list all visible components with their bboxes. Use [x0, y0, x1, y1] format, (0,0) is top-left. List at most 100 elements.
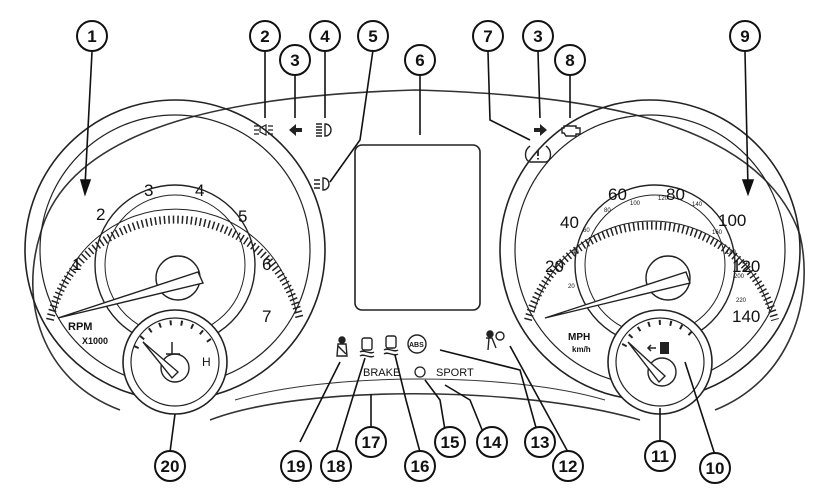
airbag-warning-icon — [486, 330, 505, 351]
speedometer-mph-labels: 20 40 60 80 100 120 140 — [545, 185, 760, 326]
top-indicators — [254, 123, 581, 191]
cluster-housing — [32, 89, 805, 421]
coolant-icon — [166, 342, 180, 355]
svg-text:4: 4 — [320, 27, 330, 46]
speedometer-kmh-labels: 20 40 60 80 100 120 140 160 180 200 220 … — [568, 196, 747, 354]
svg-text:6: 6 — [415, 51, 424, 70]
tach-tick-7: 7 — [262, 307, 271, 326]
center-display — [354, 144, 481, 311]
tire-pressure-icon — [524, 145, 552, 163]
callout-3-right: 3 — [522, 20, 554, 52]
seat-belt-icon — [336, 336, 348, 357]
callout-leaders — [79, 49, 755, 456]
brake-warning-label: BRAKE — [363, 367, 400, 379]
svg-text:14: 14 — [483, 433, 502, 452]
callout-6: 6 — [404, 44, 436, 76]
callout-7: 7 — [472, 20, 504, 52]
fuel-pump-icon — [660, 342, 669, 354]
callout-9: 9 — [729, 20, 761, 52]
front-fog-lamp-icon — [254, 124, 273, 136]
kmh-tick-40: 40 — [572, 250, 579, 256]
mph-tick-100: 100 — [718, 211, 746, 230]
svg-text:13: 13 — [531, 433, 550, 452]
tachometer-tick-labels: 1 2 3 4 5 6 7 RPM X1000 — [68, 181, 271, 346]
tach-tick-4: 4 — [195, 181, 204, 200]
kmh-tick-60: 60 — [583, 228, 590, 234]
high-beam-icon — [316, 123, 332, 137]
callout-5: 5 — [357, 20, 389, 52]
svg-text:10: 10 — [706, 459, 725, 478]
callout-3-left: 3 — [279, 44, 311, 76]
speedo-unit-mph: MPH — [568, 332, 590, 343]
callout-12: 12 — [552, 450, 584, 482]
mph-tick-40: 40 — [560, 213, 579, 232]
svg-text:8: 8 — [565, 51, 574, 70]
svg-text:1: 1 — [87, 27, 96, 46]
callout-18: 18 — [320, 450, 352, 482]
callout-8: 8 — [554, 44, 586, 76]
cruise-indicator-icon — [414, 366, 426, 378]
mph-tick-80: 80 — [666, 185, 685, 204]
tach-tick-3: 3 — [144, 181, 153, 200]
svg-text:18: 18 — [327, 457, 346, 476]
svg-text:3: 3 — [533, 27, 542, 46]
mph-tick-140: 140 — [732, 307, 760, 326]
callout-1: 1 — [76, 20, 108, 52]
svg-text:15: 15 — [441, 433, 460, 452]
svg-text:11: 11 — [651, 447, 669, 466]
tach-multiplier-label: X1000 — [82, 336, 108, 346]
callout-19: 19 — [280, 450, 312, 482]
kmh-tick-80: 80 — [604, 208, 611, 214]
turn-signal-right-icon — [534, 124, 547, 136]
mph-tick-60: 60 — [608, 185, 627, 204]
callout-20: 20 — [154, 450, 186, 482]
temp-high-label: H — [202, 355, 211, 369]
kmh-tick-180: 180 — [726, 250, 737, 256]
tach-tick-2: 2 — [96, 205, 105, 224]
sport-mode-label: SPORT — [436, 367, 474, 379]
tach-tick-6: 6 — [262, 255, 271, 274]
esc-activation-icon — [383, 335, 399, 356]
callout-4: 4 — [309, 20, 341, 52]
esc-off-icon — [359, 337, 375, 358]
callout-16: 16 — [404, 450, 436, 482]
kmh-tick-100: 100 — [630, 201, 641, 207]
callout-13: 13 — [524, 426, 556, 458]
callouts: 1 2 3 4 5 6 7 3 8 9 10 11 12 13 14 15 16… — [76, 20, 761, 484]
svg-text:12: 12 — [559, 457, 578, 476]
svg-text:16: 16 — [411, 457, 430, 476]
abs-warning-icon: ABS — [407, 334, 427, 354]
svg-text:2: 2 — [260, 27, 269, 46]
kmh-tick-20: 20 — [568, 284, 575, 290]
svg-text:5: 5 — [368, 27, 377, 46]
check-engine-icon — [561, 125, 581, 137]
fuel-gauge — [607, 309, 713, 415]
mph-tick-20: 20 — [545, 257, 564, 276]
svg-text:19: 19 — [287, 457, 306, 476]
tach-unit-label: RPM — [68, 321, 92, 333]
tach-tick-1: 1 — [72, 255, 81, 274]
callout-11: 11 — [644, 440, 676, 472]
abs-label: ABS — [409, 342, 424, 349]
mph-tick-120: 120 — [732, 257, 760, 276]
kmh-tick-120: 120 — [658, 196, 669, 202]
svg-text:20: 20 — [161, 457, 180, 476]
kmh-tick-140: 140 — [692, 202, 703, 208]
svg-text:9: 9 — [740, 27, 749, 46]
tach-tick-5: 5 — [238, 207, 247, 226]
speedometer — [499, 99, 801, 401]
turn-signal-left-icon — [289, 124, 302, 136]
kmh-tick-220: 220 — [736, 298, 747, 304]
callout-15: 15 — [434, 426, 466, 458]
svg-text:17: 17 — [362, 433, 381, 452]
svg-text:7: 7 — [483, 27, 492, 46]
bottom-indicators: ABS BRAKE SPORT — [336, 330, 505, 379]
callout-10: 10 — [699, 452, 731, 484]
svg-text:3: 3 — [290, 51, 299, 70]
temperature-gauge: H — [122, 309, 228, 415]
fuel-side-arrow — [646, 344, 656, 352]
callout-2: 2 — [249, 20, 281, 52]
headlamp-on-icon — [314, 177, 330, 191]
kmh-tick-160: 160 — [712, 230, 723, 236]
